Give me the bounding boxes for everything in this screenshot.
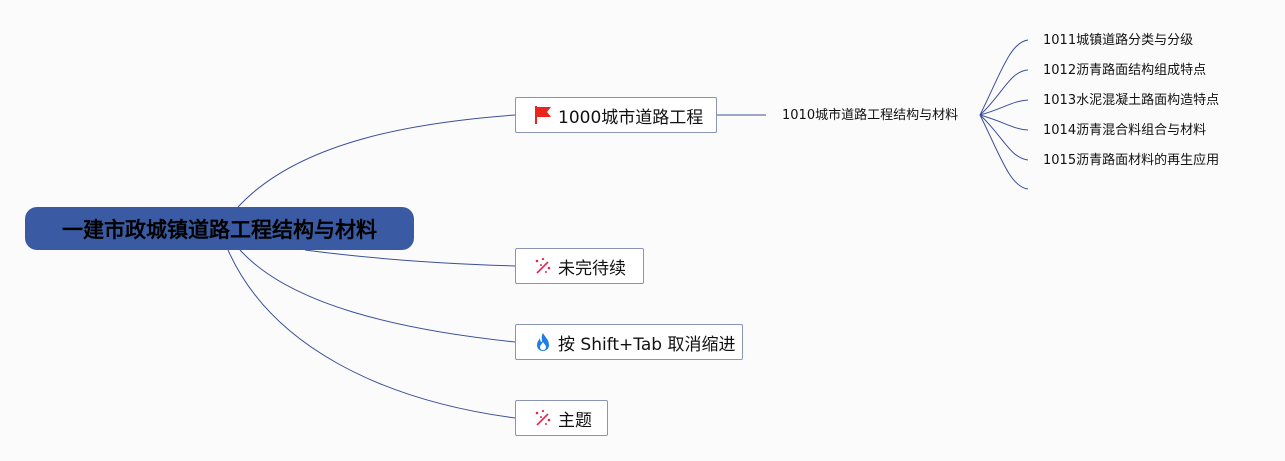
branch-node-4[interactable]: 主题	[515, 400, 608, 436]
connector-leaf-2	[979, 69, 1029, 116]
branch-node-1[interactable]: 1000城市道路工程	[515, 97, 717, 133]
connector-root-branch-2	[304, 249, 516, 267]
root-topic[interactable]: 一建市政城镇道路工程结构与材料	[25, 207, 414, 250]
red-flag-icon	[532, 104, 554, 126]
connector-leaf-5	[979, 114, 1029, 161]
root-topic-label: 一建市政城镇道路工程结构与材料	[62, 217, 377, 242]
connector-leaf-4	[979, 114, 1029, 131]
branch-node-2[interactable]: 未完待续	[515, 248, 644, 284]
leaf-topic-5[interactable]: 1015沥青路面材料的再生应用	[1043, 153, 1220, 168]
branch-label-2: 未完待续	[558, 258, 626, 279]
branch-label-4: 主题	[558, 410, 592, 431]
branch-node-3[interactable]: 按 Shift+Tab 取消缩进	[515, 324, 743, 360]
branch-label-3: 按 Shift+Tab 取消缩进	[558, 334, 736, 355]
sparkle-icon	[532, 255, 554, 277]
connector-root-branch-3	[239, 249, 516, 343]
connector-root-branch-4	[227, 249, 516, 419]
sparkle-icon	[532, 407, 554, 429]
leaf-topic-2[interactable]: 1012沥青路面结构组成特点	[1043, 63, 1207, 78]
fire-icon	[532, 331, 554, 353]
sub-topic-label[interactable]: 1010城市道路工程结构与材料	[782, 108, 959, 123]
connector-leaf-3	[979, 99, 1029, 116]
leaf-topic-4[interactable]: 1014沥青混合料组合与材料	[1043, 123, 1207, 138]
leaf-topic-3[interactable]: 1013水泥混凝土路面构造特点	[1043, 93, 1220, 108]
connector-leaf-1	[979, 39, 1029, 116]
connector-root-branch-1	[237, 114, 516, 208]
connector-leaf-6	[979, 114, 1029, 190]
branch-label-1: 1000城市道路工程	[558, 107, 704, 128]
leaf-topic-1[interactable]: 1011城镇道路分类与分级	[1043, 33, 1194, 48]
